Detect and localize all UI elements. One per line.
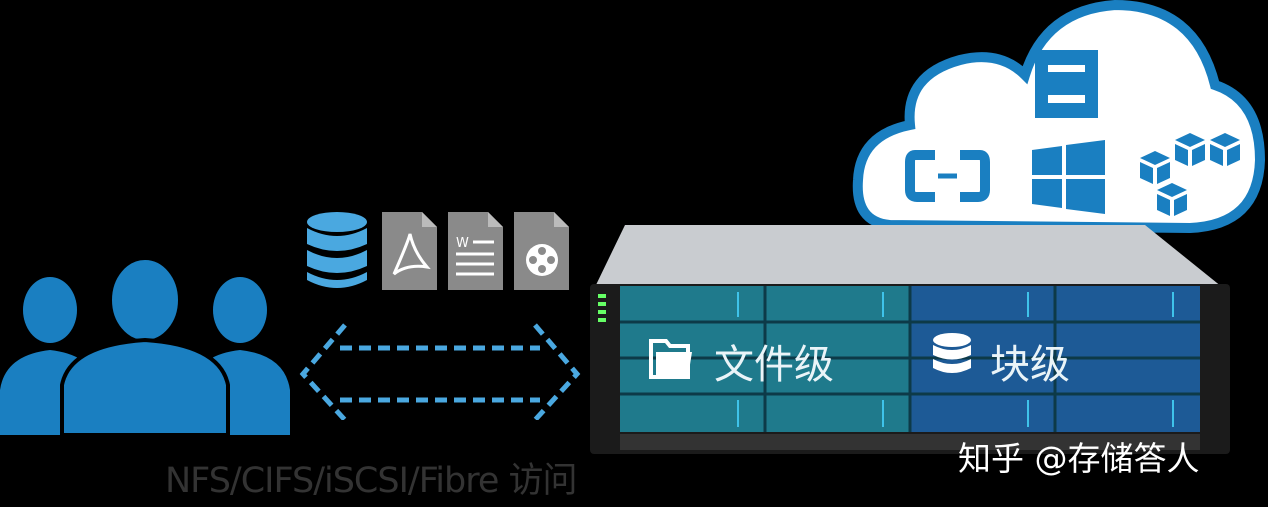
folder-icon [649, 339, 692, 379]
bidirectional-arrow-icon [299, 323, 581, 420]
svg-text:W: W [456, 236, 469, 251]
file-level-label: 文件级 [714, 342, 834, 388]
watermark: 知乎 @存储答人 [958, 439, 1200, 478]
word-file-icon: W [448, 212, 503, 290]
aws-icon [1140, 133, 1240, 216]
cloud-icon [852, 0, 1266, 234]
database-icon [307, 212, 367, 288]
alibaba-cloud-icon [905, 150, 990, 202]
video-file-icon [514, 212, 569, 290]
access-protocols-label: NFS/CIFS/iSCSI/Fibre 访问 [165, 461, 578, 501]
block-level-label: 块级 [990, 342, 1070, 388]
pdf-file-icon [382, 212, 437, 290]
database-icon [933, 333, 971, 373]
users-icon [0, 256, 290, 435]
openstack-icon [1035, 50, 1098, 118]
windows-icon [1032, 140, 1105, 214]
